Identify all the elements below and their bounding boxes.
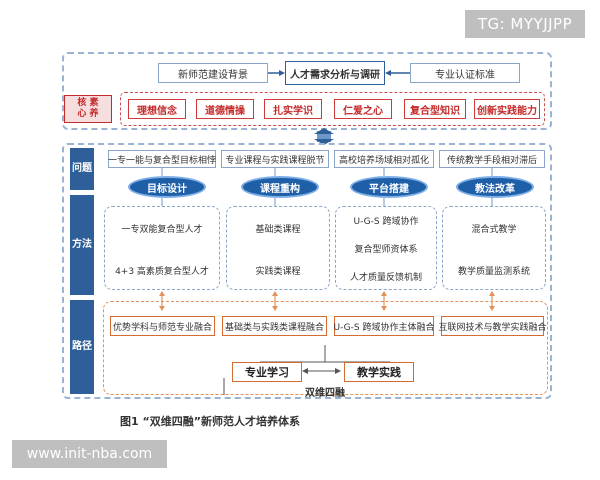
method-panel-4 [442,206,546,290]
side-label-path: 路径 [70,300,94,394]
method-panel-2 [226,206,330,290]
method-item-3-3: 人才质量反馈机制 [349,272,422,283]
ellipse-course-rebuild: 课程重构 [241,176,319,198]
figure-caption: 图1 “双维四融”新师范人才培养体系 [120,415,300,428]
teaching-practice-box: 教学实践 [344,362,414,382]
core-item-3: 扎实学识 [264,99,322,119]
side-label-method: 方法 [70,195,94,295]
background-box: 新师范建设背景 [158,63,268,83]
method-item-1-1: 一专双能复合型人才 [121,224,203,235]
core-item-4: 仁爱之心 [334,99,392,119]
method-panel-1 [104,206,220,290]
watermark-bottom: www.init-nba.com [12,440,167,468]
method-item-2-1: 基础类课程 [255,224,301,235]
method-item-1-2: 4+3 高素质复合型人才 [115,266,209,277]
main-frame [62,143,552,399]
problem-box-2: 专业课程与实践课程脱节 [221,150,329,168]
path-box-1: 优势学科与师范专业融合 [110,316,215,336]
core-tag-line1: 核 素 [77,98,99,108]
core-literacy-tag: 核 素 心 养 [64,95,112,123]
method-item-4-2: 教学质量监测系统 [457,266,530,277]
top-frame [62,52,552,130]
core-item-2: 道德情操 [196,99,254,119]
problem-box-3: 高校培养场域相对孤化 [334,150,434,168]
problem-box-4: 传统教学手段相对滞后 [439,150,545,168]
professional-study-box: 专业学习 [232,362,302,382]
method-item-2-2: 实践类课程 [255,266,301,277]
demand-analysis-box: 人才需求分析与调研 [285,61,385,85]
core-literacy-row [120,92,545,126]
dual-dimension-label: 双维四融 [305,387,345,399]
method-panel-3 [335,206,437,290]
path-frame [103,301,548,395]
method-item-3-2: 复合型师资体系 [354,244,418,255]
method-item-4-1: 混合式教学 [471,224,517,235]
method-item-3-1: U-G-S 跨域协作 [353,216,419,227]
side-label-problem: 问题 [70,148,94,190]
path-box-4: 互联网技术与教学实践融合 [439,316,547,336]
certification-box: 专业认证标准 [410,63,520,83]
core-tag-line2: 心 养 [77,109,99,119]
ellipse-platform-build: 平台搭建 [350,176,428,198]
core-item-6: 创新实践能力 [474,99,540,119]
ellipse-goal-design: 目标设计 [128,176,206,198]
core-item-1: 理想信念 [128,99,186,119]
problem-box-1: 一专一能与复合型目标相悖 [108,150,216,168]
path-box-3: U-G-S 跨域协作主体融合 [334,316,434,336]
core-item-5: 复合型知识 [404,99,466,119]
path-box-2: 基础类与实践类课程融合 [222,316,327,336]
watermark-top: TG: MYYJJPP [465,10,585,38]
ellipse-teaching-reform: 教法改革 [456,176,534,198]
